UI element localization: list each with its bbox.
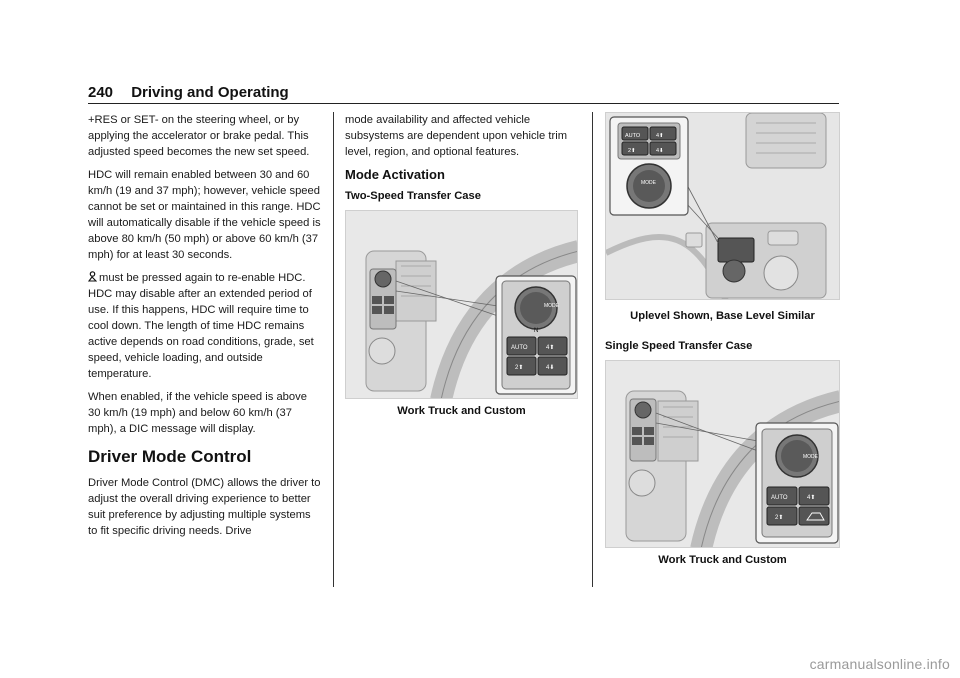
- four-hi-label-1: 4⬆: [546, 344, 554, 351]
- mode-label-2: MODE: [641, 180, 657, 186]
- paragraph-hdc-reenable-text: must be pressed again to re-enable HDC. …: [88, 272, 314, 380]
- column-3: AUTO 4⬆ 2⬆ 4⬇ MODE Uplevel Shown, Base L…: [605, 112, 840, 566]
- auto-label-2: AUTO: [625, 133, 641, 139]
- auto-label-1: AUTO: [511, 345, 528, 351]
- column-1: +RES or SET- on the steering wheel, or b…: [88, 112, 321, 546]
- watermark: carmanualsonline.info: [809, 656, 950, 672]
- header-rule: [88, 103, 839, 104]
- column-2: mode availability and affected vehicle s…: [345, 112, 578, 417]
- neutral-label: N: [534, 328, 538, 334]
- two-hi-label-3: 2⬆: [775, 514, 783, 521]
- section-title: Driving and Operating: [131, 84, 289, 101]
- paragraph-dmc: Driver Mode Control (DMC) allows the dri…: [88, 477, 321, 537]
- paragraph-hdc-speed: HDC will remain enabled between 30 and 6…: [88, 169, 321, 261]
- auto-label-3: AUTO: [771, 495, 788, 501]
- four-lo-label-2: 4⬇: [656, 147, 664, 154]
- heading-mode-activation: Mode Activation: [345, 167, 445, 182]
- caption-single-speed: Work Truck and Custom: [658, 554, 787, 566]
- paragraph-dic-message: When enabled, if the vehicle speed is ab…: [88, 391, 307, 435]
- four-hi-label-2: 4⬆: [656, 132, 664, 139]
- figure-two-speed-controls: MODE N AUTO 4⬆ 2⬆ 4⬇: [345, 210, 578, 399]
- paragraph-mode-availability: mode availability and affected vehicle s…: [345, 114, 568, 158]
- two-hi-label-1: 2⬆: [515, 364, 523, 371]
- four-lo-label-1: 4⬇: [546, 364, 554, 371]
- subheading-single-speed: Single Speed Transfer Case: [605, 340, 753, 352]
- mode-label-1: MODE: [544, 303, 560, 309]
- figure-single-speed-controls: MODE AUTO 4⬆ 2⬆: [605, 360, 840, 548]
- section-heading-driver-mode: Driver Mode Control: [88, 447, 252, 466]
- caption-two-speed: Work Truck and Custom: [397, 405, 526, 417]
- mode-label-3: MODE: [803, 454, 819, 460]
- hill-descent-icon: [88, 271, 97, 282]
- column-divider-1: [333, 112, 334, 587]
- column-divider-2: [592, 112, 593, 587]
- subheading-two-speed: Two-Speed Transfer Case: [345, 190, 481, 202]
- four-hi-label-3: 4⬆: [807, 494, 815, 501]
- figure-uplevel-controls: AUTO 4⬆ 2⬆ 4⬇ MODE: [605, 112, 840, 300]
- page-number: 240: [88, 84, 114, 101]
- paragraph-hdc-reenable: must be pressed again to re-enable HDC. …: [88, 270, 321, 382]
- two-hi-label-2: 2⬆: [628, 147, 636, 154]
- paragraph-res-set: +RES or SET- on the steering wheel, or b…: [88, 114, 310, 158]
- caption-uplevel: Uplevel Shown, Base Level Similar: [630, 310, 815, 322]
- page-header: 240 Driving and Operating: [88, 84, 289, 101]
- hill-descent-button-icon: [806, 512, 825, 521]
